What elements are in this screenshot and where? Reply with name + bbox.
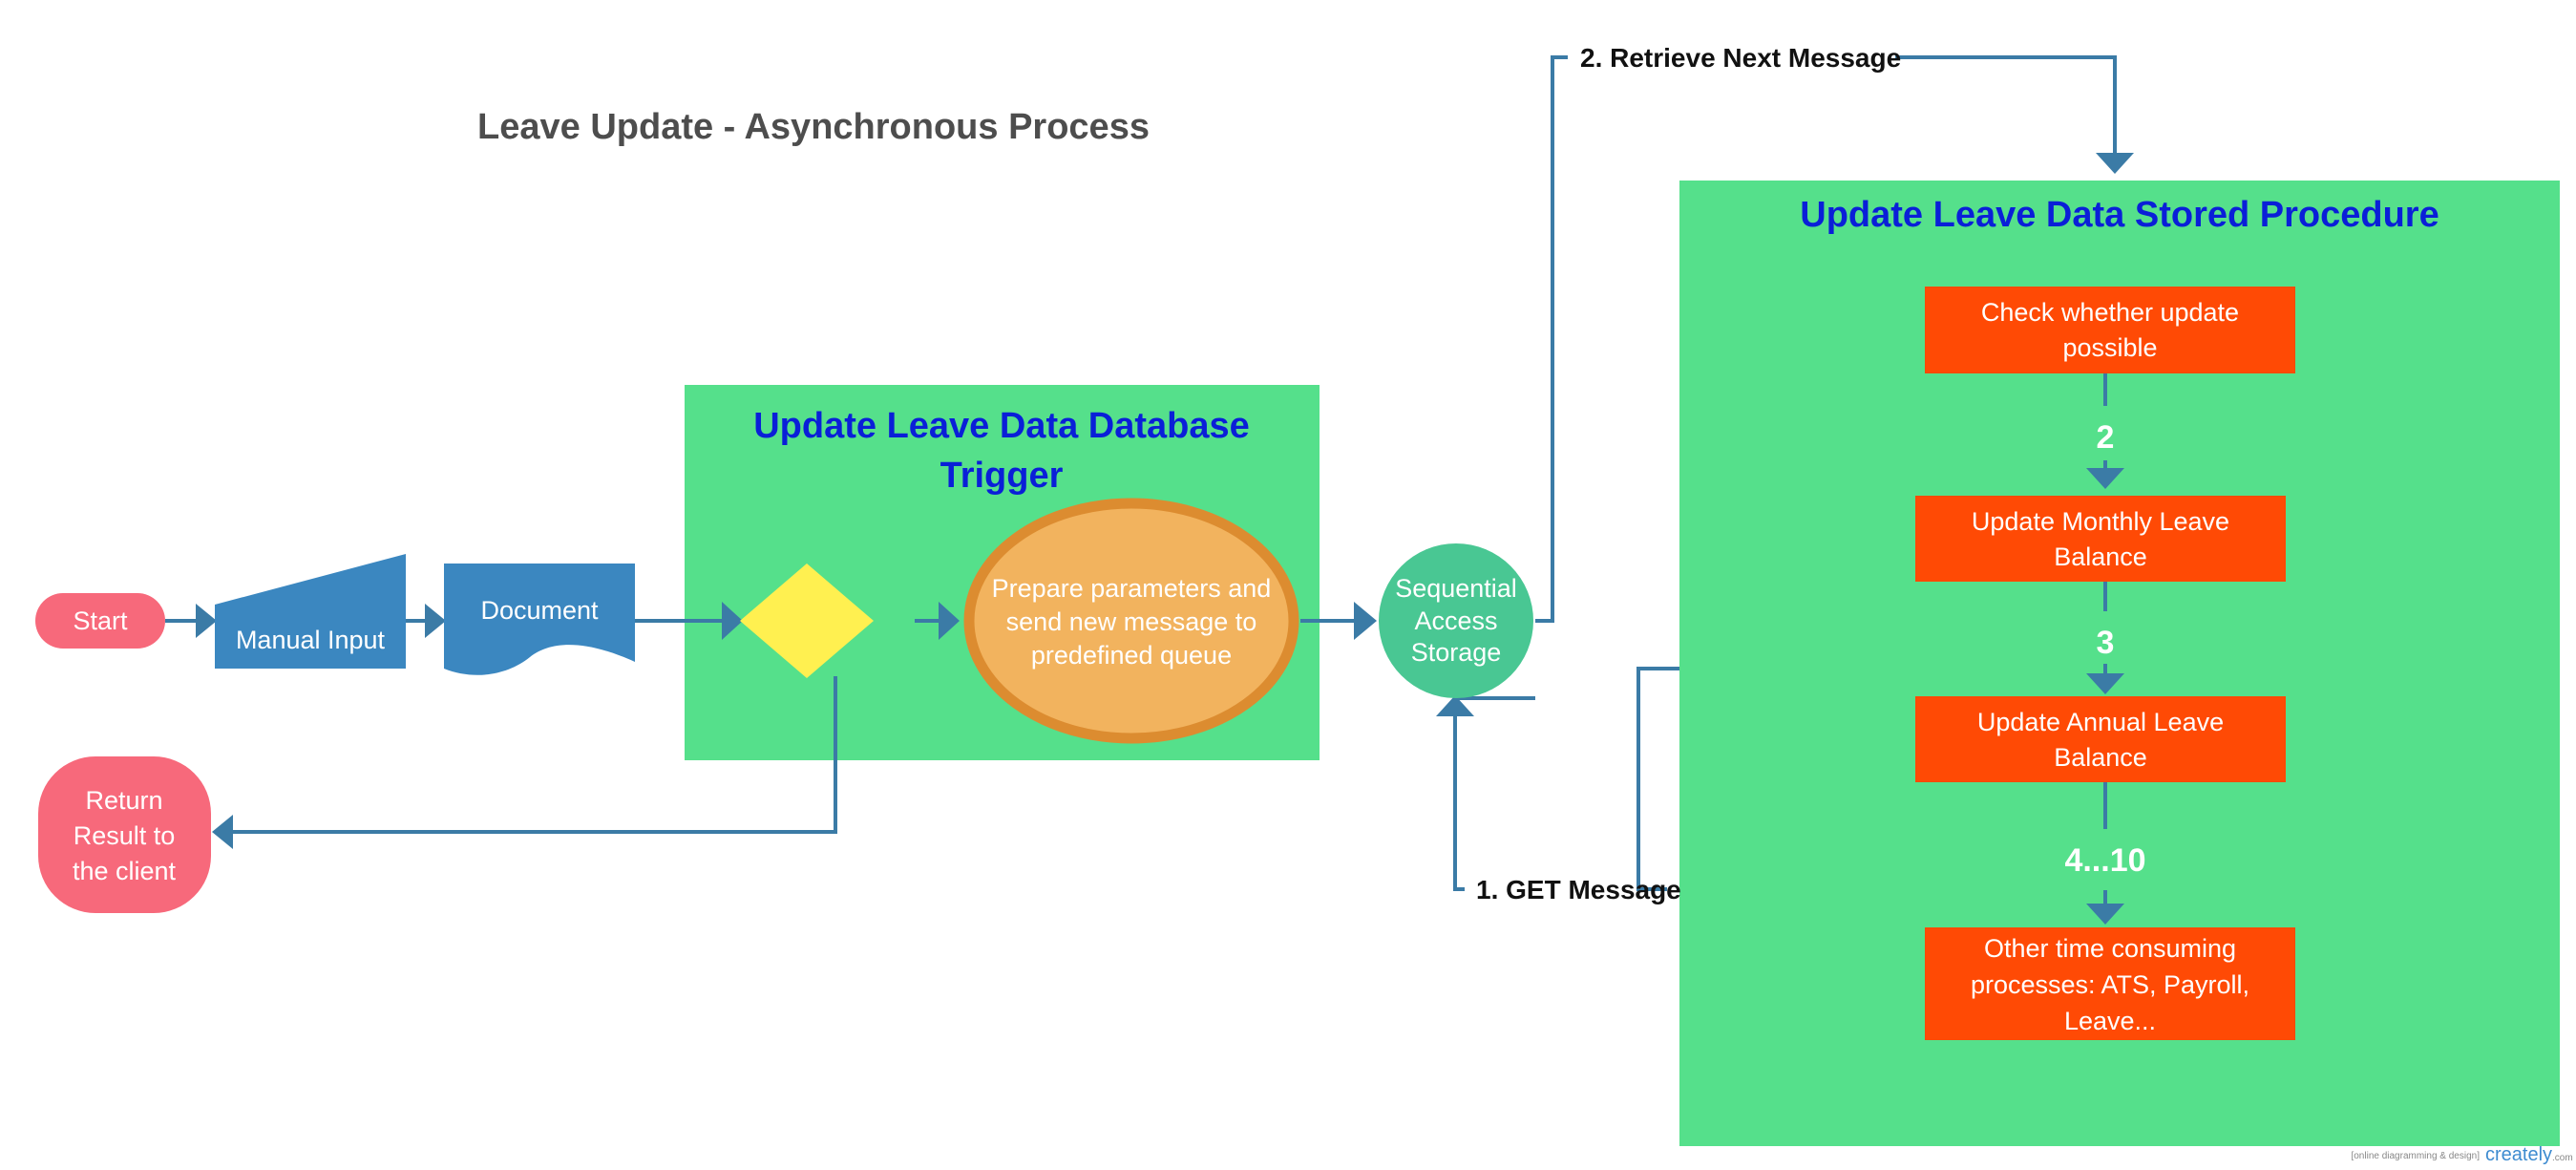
arrowhead bbox=[939, 602, 960, 640]
arrowhead bbox=[196, 604, 217, 638]
other-label-line3: Leave... bbox=[2064, 1007, 2156, 1035]
edge-retrieve-next-message-2 bbox=[1895, 55, 2117, 155]
arrowhead bbox=[722, 602, 743, 640]
arrowhead bbox=[212, 815, 233, 849]
arrowhead bbox=[2096, 153, 2134, 174]
monthly-label-line1: Update Monthly Leave bbox=[1972, 507, 2229, 536]
annual-label-line2: Balance bbox=[2054, 743, 2147, 772]
other-label-line1: Other time consuming bbox=[1984, 934, 2236, 963]
document-node[interactable] bbox=[444, 564, 635, 675]
annual-label-line1: Update Annual Leave bbox=[1977, 708, 2224, 736]
sequential-storage-node[interactable] bbox=[1379, 543, 1533, 698]
prepare-label-line1: Prepare parameters and bbox=[992, 574, 1272, 603]
trigger-group-title-line1: Update Leave Data Database bbox=[753, 406, 1250, 446]
step-number-3: 3 bbox=[2097, 625, 2115, 661]
check-update-step[interactable] bbox=[1925, 287, 2295, 373]
arrowhead bbox=[2086, 904, 2124, 925]
return-label-line2: Result to bbox=[74, 821, 176, 850]
get-message-label: 1. GET Message bbox=[1476, 875, 1681, 904]
start-node-label: Start bbox=[73, 606, 128, 635]
prepare-label-line3: predefined queue bbox=[1031, 641, 1232, 670]
branding-name: creately bbox=[2485, 1144, 2552, 1165]
storage-label-line3: Storage bbox=[1411, 638, 1502, 667]
arrowhead bbox=[2086, 673, 2124, 694]
connectors bbox=[165, 55, 2134, 925]
trigger-group-title-line2: Trigger bbox=[940, 456, 1064, 496]
edge-retrieve-next-message bbox=[1535, 55, 1568, 623]
step-number-4-10: 4...10 bbox=[2064, 842, 2145, 879]
storage-label-line2: Access bbox=[1414, 606, 1497, 635]
branding-tagline: [online diagramming & design] bbox=[2351, 1151, 2480, 1161]
prepare-label-line2: send new message to bbox=[1006, 607, 1257, 636]
edge-decision-return bbox=[229, 676, 837, 834]
procedure-group-title: Update Leave Data Stored Procedure bbox=[1800, 195, 2439, 235]
arrowhead bbox=[425, 604, 446, 638]
step-number-2: 2 bbox=[2097, 419, 2115, 456]
arrowhead bbox=[2086, 468, 2124, 489]
other-processes-step[interactable] bbox=[1925, 927, 2295, 1040]
arrowhead bbox=[1354, 602, 1377, 640]
manual-input-label: Manual Input bbox=[236, 626, 386, 654]
annual-balance-step[interactable] bbox=[1915, 696, 2286, 782]
decision-node[interactable] bbox=[740, 564, 874, 678]
storage-label-line1: Sequential bbox=[1395, 574, 1517, 603]
edge-get-message-2 bbox=[1453, 714, 1465, 891]
document-label: Document bbox=[480, 596, 599, 625]
monthly-label-line2: Balance bbox=[2054, 542, 2147, 571]
return-result-node[interactable] bbox=[38, 756, 211, 913]
monthly-balance-step[interactable] bbox=[1915, 496, 2286, 582]
prepare-message-node[interactable] bbox=[963, 498, 1299, 744]
manual-input-node[interactable] bbox=[215, 554, 406, 669]
branding-suffix: .com bbox=[2552, 1153, 2573, 1163]
other-label-line2: processes: ATS, Payroll, bbox=[1971, 970, 2249, 999]
start-node[interactable] bbox=[35, 593, 165, 649]
return-label-line1: Return bbox=[85, 786, 162, 815]
retrieve-next-message-label: 2. Retrieve Next Message bbox=[1580, 43, 1901, 73]
edge-get-message bbox=[1636, 667, 1679, 891]
check-label-line1: Check whether update bbox=[1981, 298, 2239, 327]
diagram-title: Leave Update - Asynchronous Process bbox=[477, 107, 1150, 147]
check-label-line2: possible bbox=[2062, 333, 2157, 362]
return-label-line3: the client bbox=[73, 857, 177, 885]
arrowhead bbox=[1436, 695, 1474, 716]
